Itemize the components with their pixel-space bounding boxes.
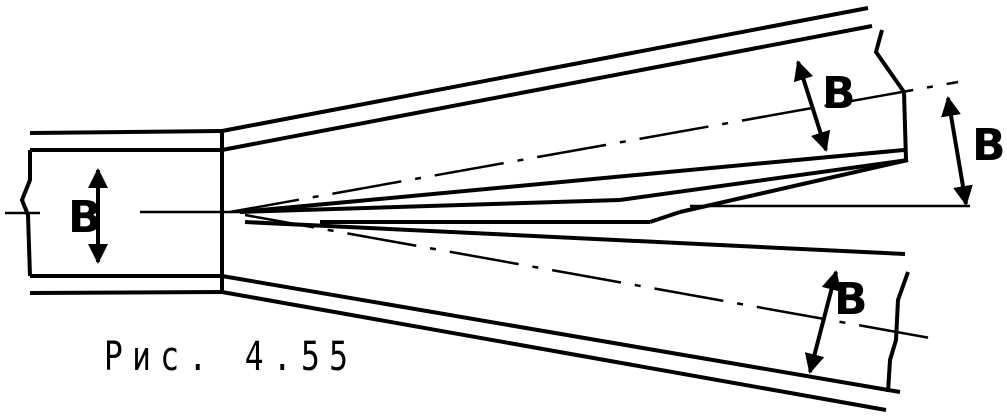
upper-branch-width-arrow — [793, 60, 831, 152]
lower-branch-width-arrow — [804, 270, 842, 374]
right-offset-label: B — [972, 120, 1006, 171]
lower-break-line — [886, 271, 910, 393]
dimension-arrows — [88, 60, 973, 374]
lower-branch-width-label: B — [834, 274, 868, 325]
right-offset-arrow — [941, 96, 973, 206]
left-road-section — [5, 129, 240, 295]
fork-apex — [239, 158, 970, 224]
figure-caption: Рис. 4.55 — [104, 334, 358, 380]
upper-break-line — [873, 29, 908, 161]
upper-centerline — [229, 80, 959, 214]
upper-branch — [221, 6, 959, 214]
left-break-line — [19, 150, 32, 277]
upper-branch-width-label: B — [822, 68, 856, 119]
left-width-label: B — [68, 192, 102, 243]
lower-centerline — [244, 213, 931, 340]
lower-branch — [221, 213, 931, 412]
